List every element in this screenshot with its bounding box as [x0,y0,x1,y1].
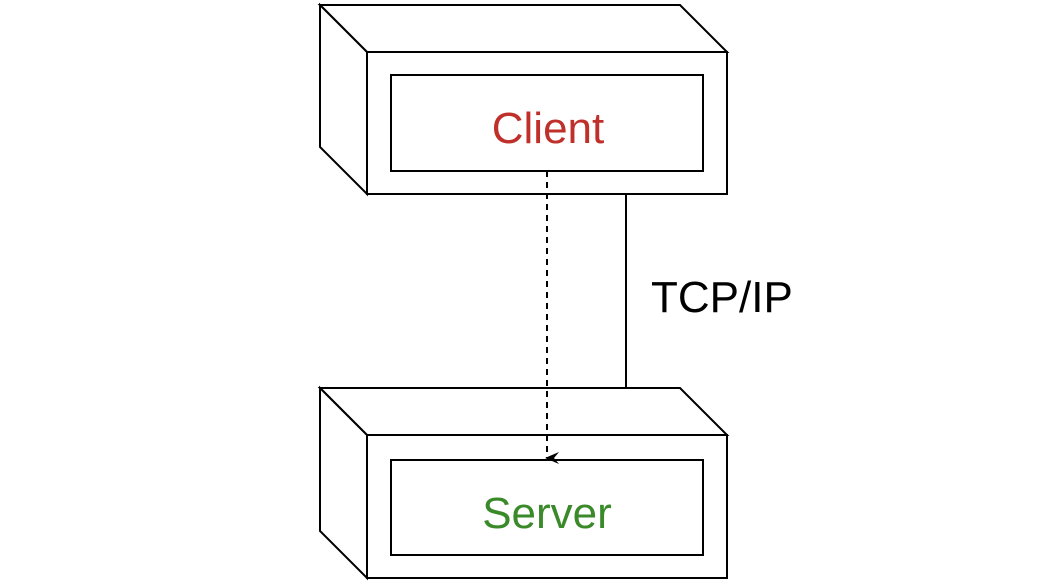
server-node-top-face [317,387,730,436]
server-component-box [390,459,704,556]
client-node-top-face [317,4,730,53]
client-node[interactable]: Client [317,2,730,197]
connection-label: TCP/IP [651,273,793,322]
server-node[interactable]: Server [317,385,730,581]
client-label: Client [492,104,605,153]
server-label: Server [482,489,612,538]
